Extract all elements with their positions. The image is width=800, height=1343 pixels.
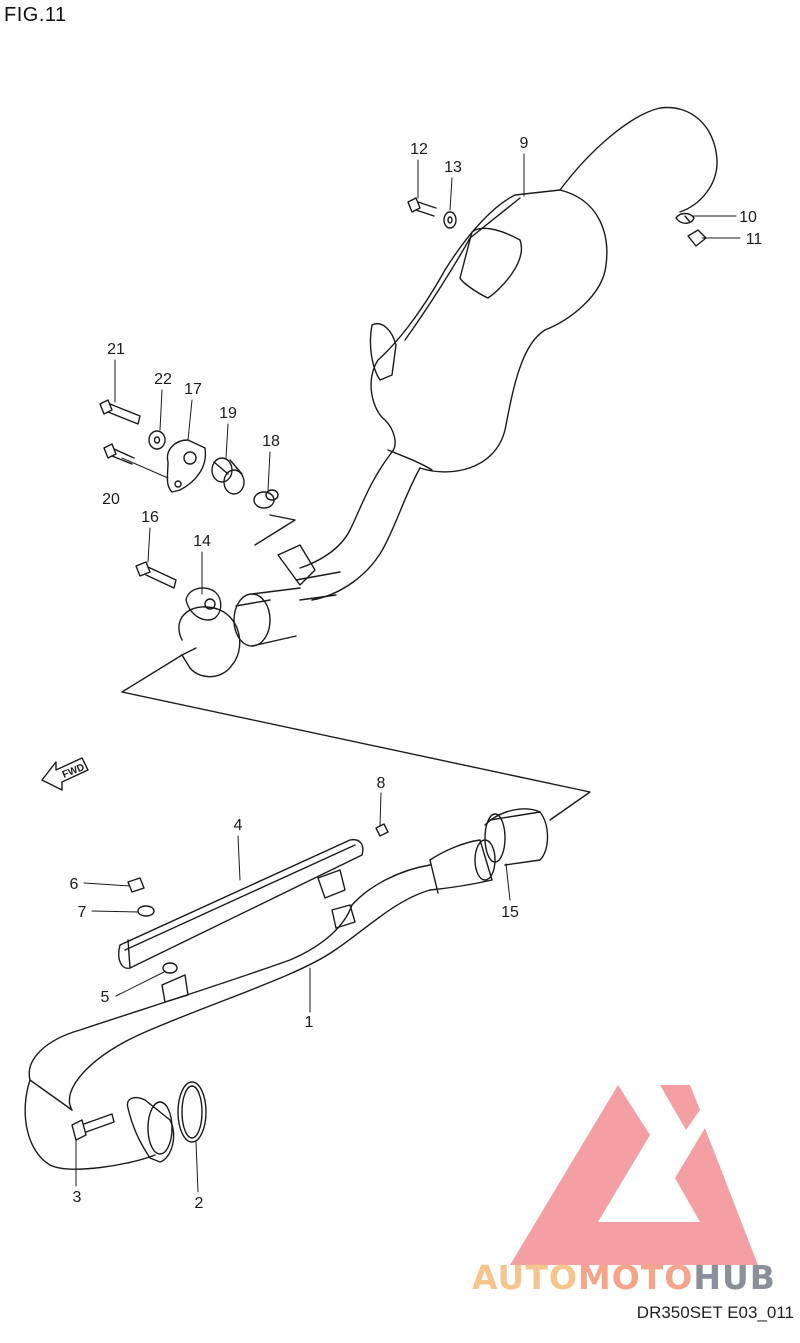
- fwd-arrow: [41, 757, 89, 791]
- grommet-part-19: [211, 457, 245, 495]
- collar-part-18: [253, 489, 279, 509]
- callout-10: 10: [739, 209, 757, 226]
- stud-bolt-part-3: [71, 1113, 115, 1141]
- clamp-part-14: [178, 587, 241, 678]
- part-10: [675, 212, 695, 224]
- callout-1: 1: [305, 1014, 314, 1031]
- callout-11: 11: [746, 231, 763, 248]
- muffler-part-9: [369, 106, 718, 473]
- bolt-part-12: [407, 197, 437, 217]
- brand-part-moto: MOTO: [577, 1258, 694, 1297]
- bolt-part-16: [135, 561, 177, 589]
- flange-part-2: [126, 1081, 207, 1163]
- callout-19: 19: [219, 405, 237, 422]
- callout-4: 4: [234, 817, 243, 834]
- brand-part-hub: HUB: [693, 1258, 776, 1297]
- washer-part-13: [443, 211, 457, 229]
- callout-12: 12: [410, 141, 428, 158]
- center-pipe: [233, 449, 433, 647]
- washer-part-22: [148, 430, 166, 450]
- callout-9: 9: [520, 135, 529, 152]
- callout-16: 16: [141, 509, 159, 526]
- assembly-line-upper: [254, 514, 296, 546]
- callout-15: 15: [501, 904, 519, 921]
- reference-code: DR350SET E03_011: [636, 1303, 794, 1322]
- callout-5: 5: [101, 989, 110, 1006]
- watermark-logo-icon: [510, 1085, 758, 1265]
- heat-shield-part-4: [118, 838, 364, 1003]
- bolt-part-21: [99, 399, 141, 425]
- callout-13: 13: [444, 159, 462, 176]
- leader-lines: [75, 153, 741, 1193]
- bolt-part-6: [127, 877, 145, 893]
- callout-17: 17: [184, 381, 202, 398]
- watermark-brand: AUTOMOTOHUB: [472, 1258, 776, 1297]
- joint-part-15: [484, 808, 549, 866]
- callout-8: 8: [377, 775, 386, 792]
- bolt-part-8: [375, 823, 389, 837]
- callout-6: 6: [70, 876, 79, 893]
- figure-title: FIG.11: [4, 4, 67, 26]
- assembly-line-lower: [121, 654, 591, 821]
- callout-18: 18: [262, 433, 280, 450]
- callout-2: 2: [195, 1195, 204, 1212]
- callout-14: 14: [193, 533, 211, 550]
- bolt-part-20: [103, 443, 135, 465]
- washer-part-7: [137, 905, 155, 917]
- callout-22: 22: [154, 371, 172, 388]
- callout-20: 20: [102, 491, 120, 508]
- bracket-part-17: [166, 439, 207, 493]
- fwd-label: FWD: [61, 762, 86, 781]
- washer-part-5: [162, 962, 178, 974]
- callout-21: 21: [107, 341, 125, 358]
- callout-3: 3: [73, 1189, 82, 1206]
- brand-part-auto: AUTO: [472, 1258, 578, 1297]
- callout-7: 7: [78, 904, 87, 921]
